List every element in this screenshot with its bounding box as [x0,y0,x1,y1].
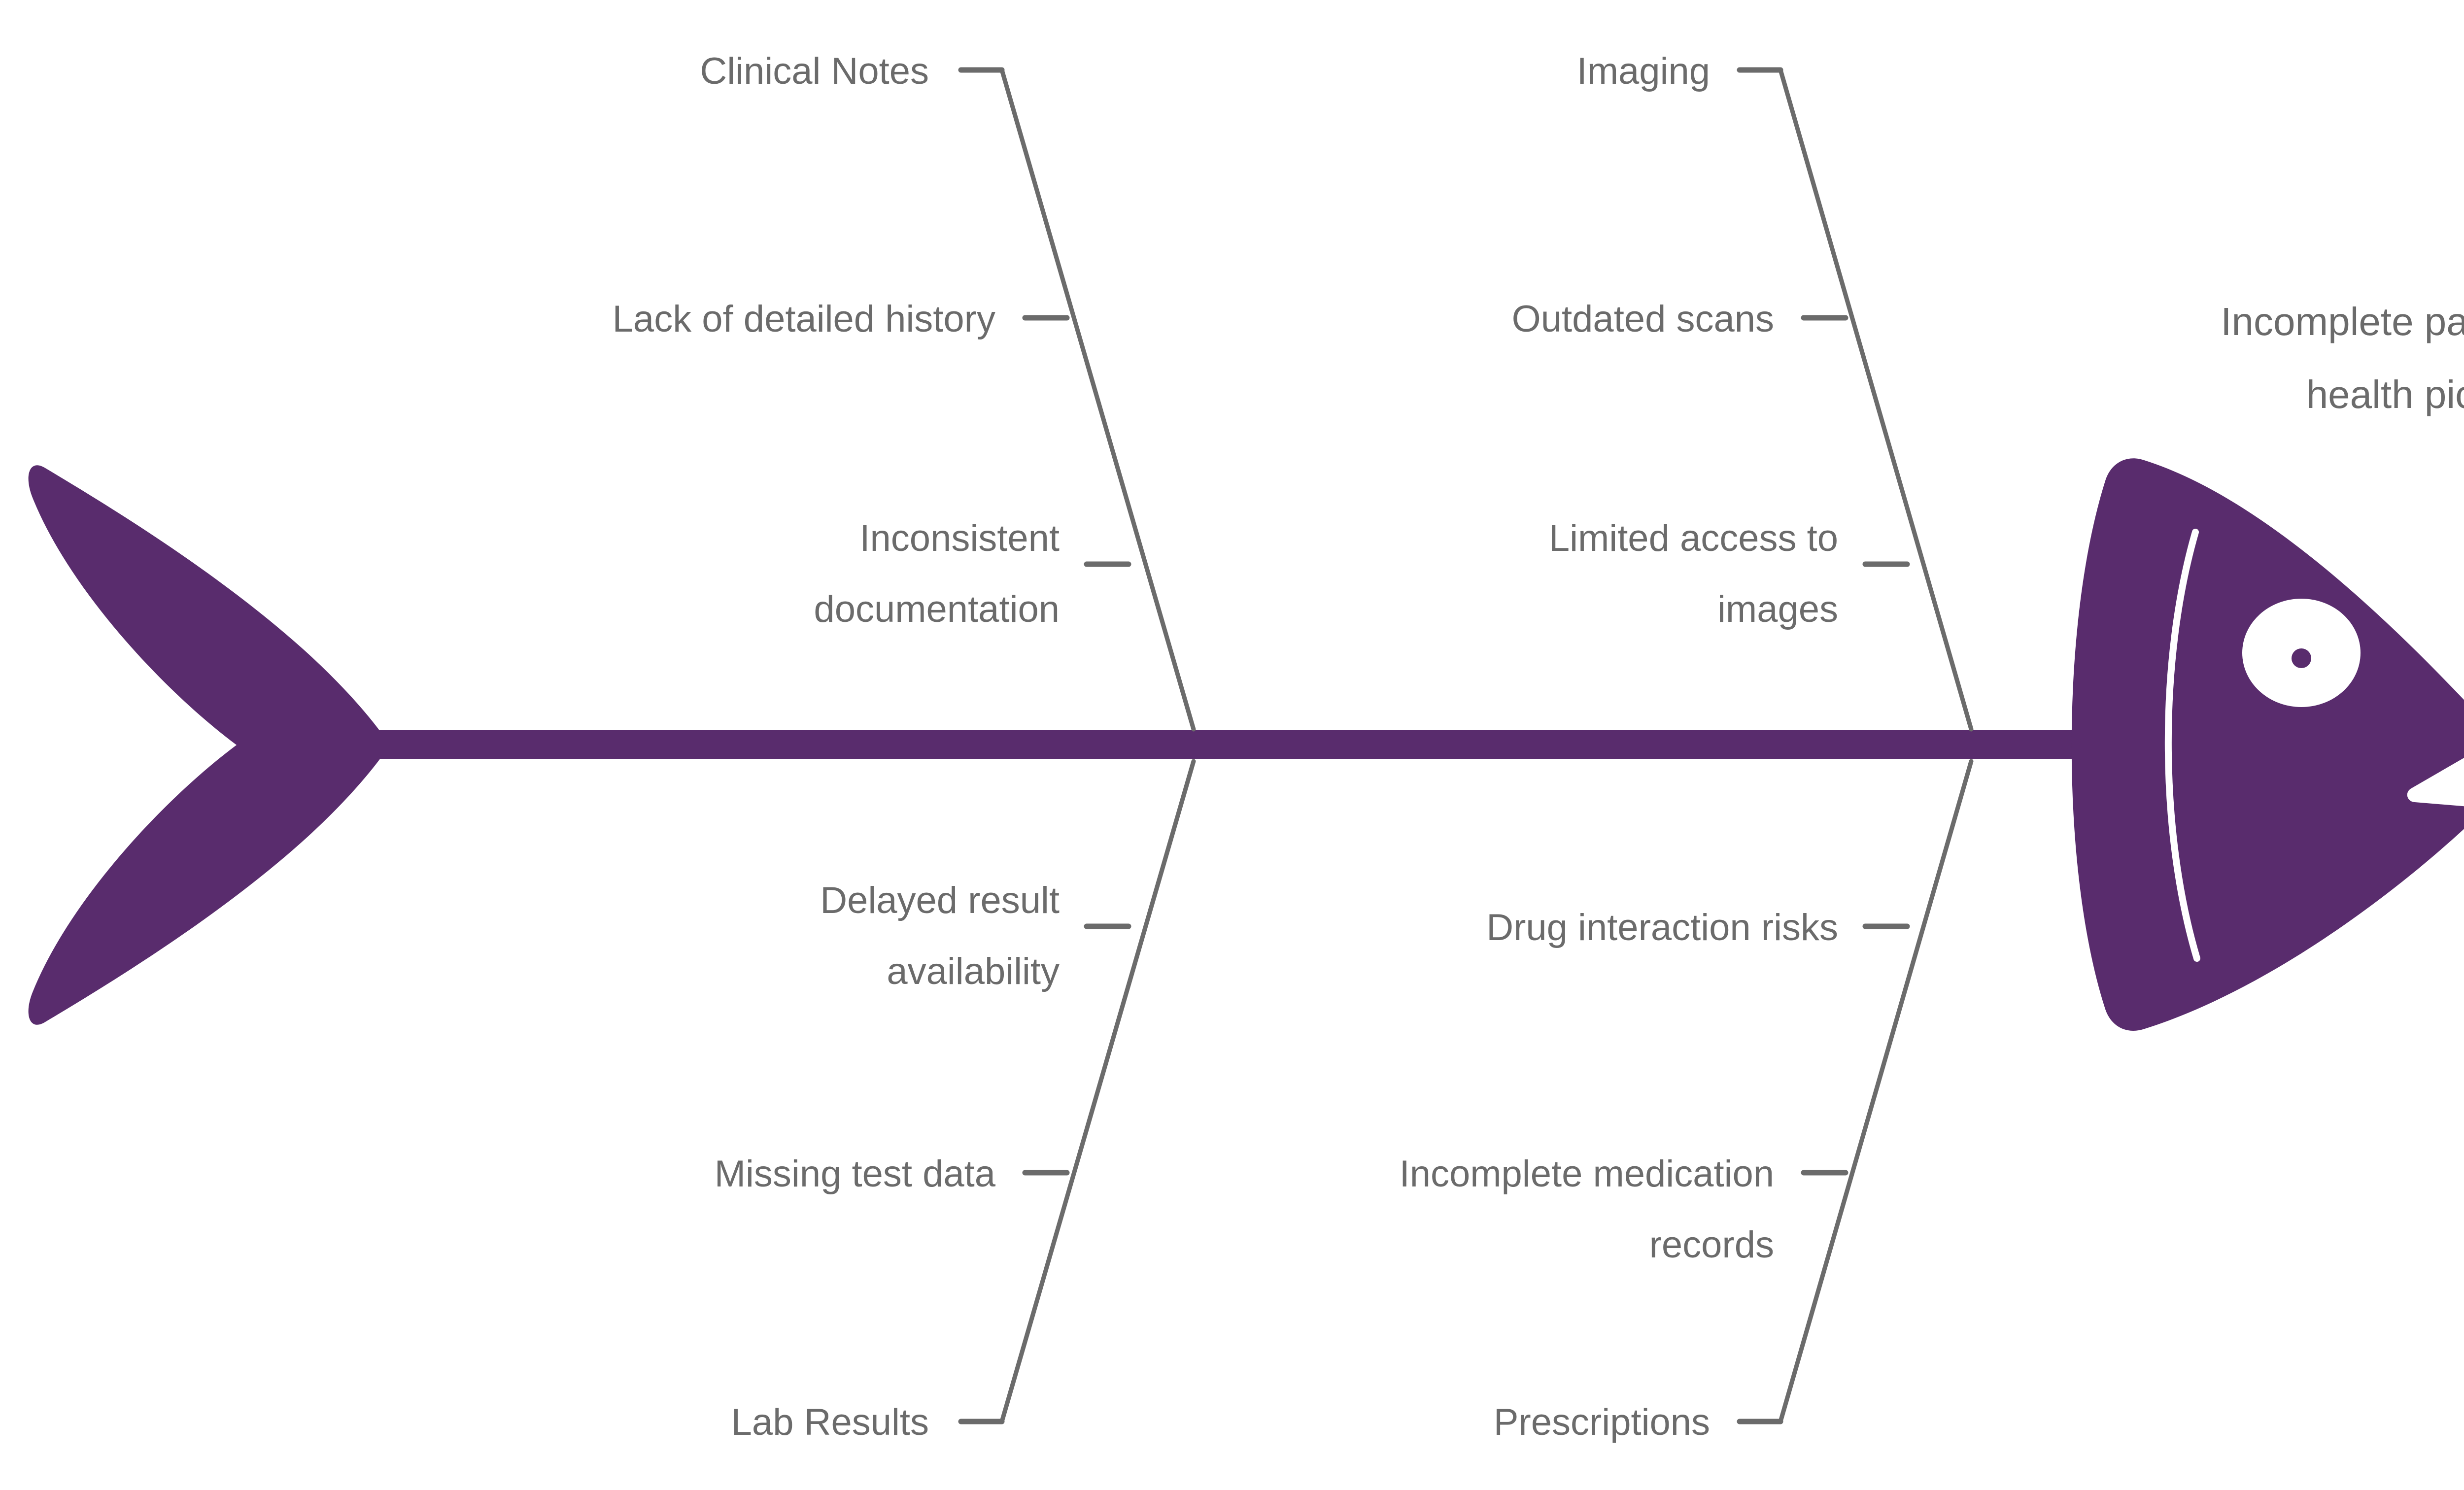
category-label-clinical-notes: Clinical Notes [700,50,929,92]
effect-label-line2: health picture [2306,372,2464,416]
branch-imaging[interactable] [1737,67,1974,732]
branch-prescriptions[interactable] [1737,759,1974,1424]
fish-tail [28,465,394,1025]
category-label-prescriptions: Prescriptions [1494,1401,1710,1443]
fish-spine [379,730,2099,759]
branch-lab-results[interactable] [958,759,1196,1424]
cause-label-incomplete-medication-records-line1: Incomplete medication [1400,1153,1774,1195]
cause-label-limited-access-to-images-line1: Limited access to [1549,517,1838,559]
branch-clinical-notes[interactable] [958,67,1196,732]
cause-label-inconsistent-documentation-line2: documentation [814,588,1060,630]
cause-label-missing-test-data: Missing test data [715,1153,996,1195]
fish-pupil [2292,648,2311,668]
fish-head [2071,458,2464,1031]
category-label-lab-results: Lab Results [731,1401,929,1443]
effect-label-line1: Incomplete patient [2221,300,2464,343]
cause-label-delayed-result-availability-line1: Delayed result [820,880,1060,921]
cause-label-incomplete-medication-records-line2: records [1649,1224,1774,1266]
category-label-imaging: Imaging [1577,50,1710,92]
cause-label-lack-of-detailed-history: Lack of detailed history [613,298,995,340]
cause-label-drug-interaction-risks: Drug interaction risks [1486,907,1838,948]
cause-label-limited-access-to-images-line2: images [1717,588,1838,630]
cause-label-inconsistent-documentation-line1: Inconsistent [859,517,1060,559]
cause-label-delayed-result-availability-line2: availability [887,950,1060,992]
cause-label-outdated-scans: Outdated scans [1512,298,1774,340]
